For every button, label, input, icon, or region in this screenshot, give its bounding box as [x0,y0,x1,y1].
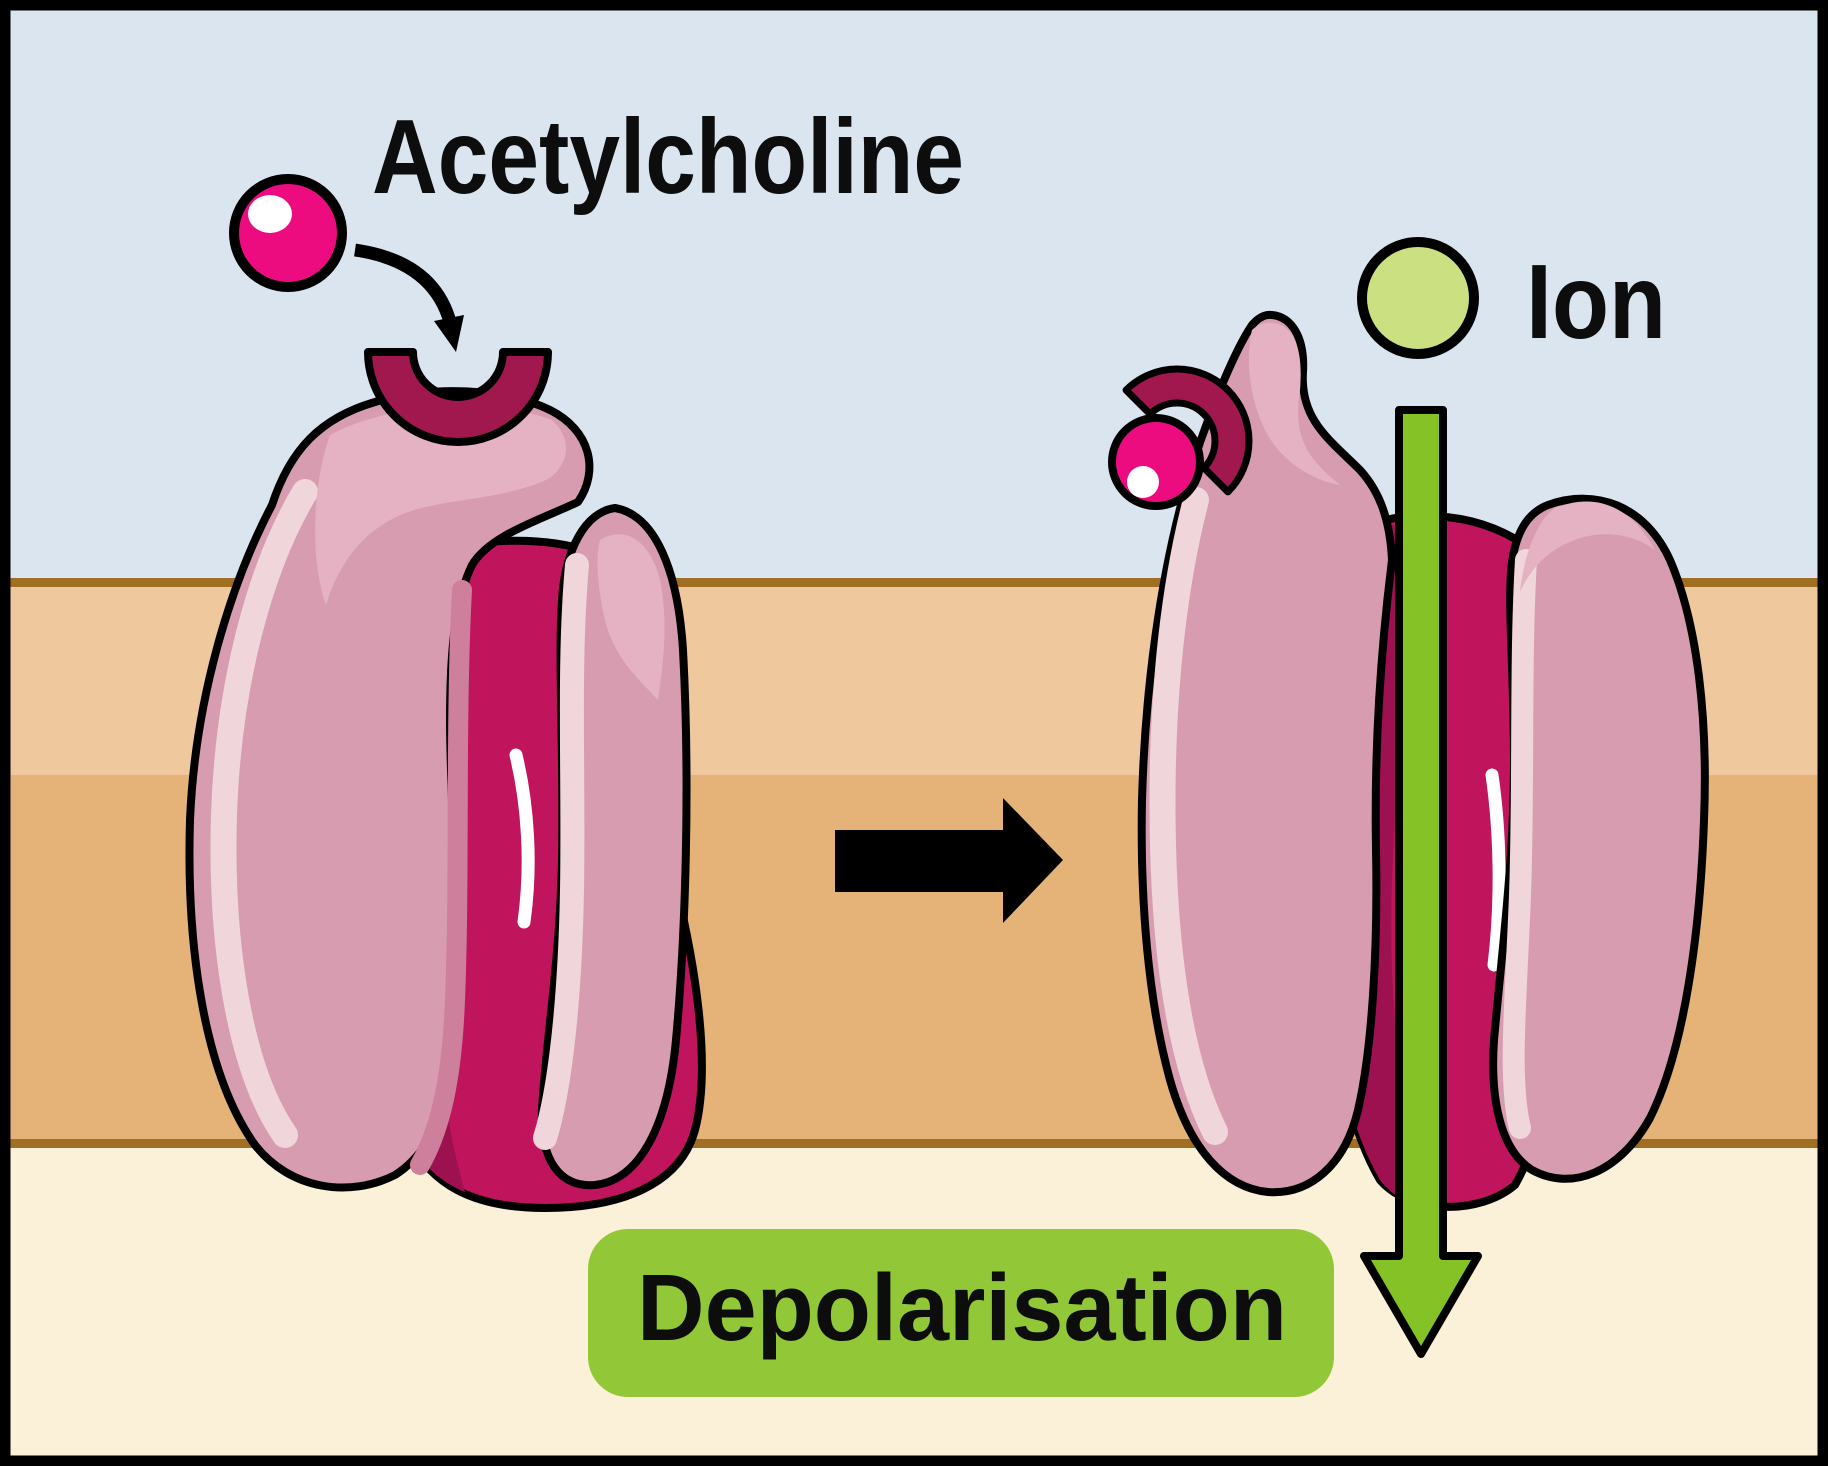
binding-arrow-icon [354,243,464,352]
acetylcholine-sphere-highlight [248,195,292,233]
closed-right-subunit-light-top [597,534,665,700]
acetylcholine-label: Acetylcholine [372,98,964,216]
acetylcholine-molecule-icon [229,174,347,292]
open-left-subunit-light-top [1248,322,1340,485]
ion-particle-icon [1357,237,1479,359]
membrane-bottom-line [0,1139,1828,1148]
depolarisation-badge: Depolarisation [588,1229,1334,1397]
open-right-subunit-pale-edge [1502,549,1537,1139]
closed-left-subunit-inner-shade [410,580,472,1175]
closed-receptor-channel [185,387,706,1212]
binding-arrow-head [434,315,464,352]
membrane-top-line [0,578,1828,587]
depolarisation-label: Depolarisation [637,1255,1287,1361]
bound-acetylcholine-highlight [1127,466,1159,498]
closed-left-subunit-light-top [315,406,567,605]
bound-acetylcholine-sphere [1108,414,1204,510]
acetylcholine-sphere [229,174,347,292]
depolarisation-badge-bg [588,1229,1334,1397]
ion-flow-arrow-icon [1360,406,1482,1358]
bound-acetylcholine-complex [1108,365,1253,510]
binding-arrow-shaft [354,243,459,332]
closed-left-subunit-pale-edge [210,479,318,1148]
open-left-subunit-pale-edge [1149,487,1228,1145]
open-left-subunit [1137,310,1396,1197]
ion-label: Ion [1526,243,1666,361]
transition-arrow-icon [835,798,1063,923]
bound-binding-site-icon [1122,365,1253,496]
binding-site-icon [364,348,552,446]
closed-pore-gloss [509,748,535,929]
open-right-subunit-light-top [1520,501,1655,592]
open-pore-gloss [1485,768,1506,972]
closed-right-subunit-pale-edge [533,553,589,1150]
